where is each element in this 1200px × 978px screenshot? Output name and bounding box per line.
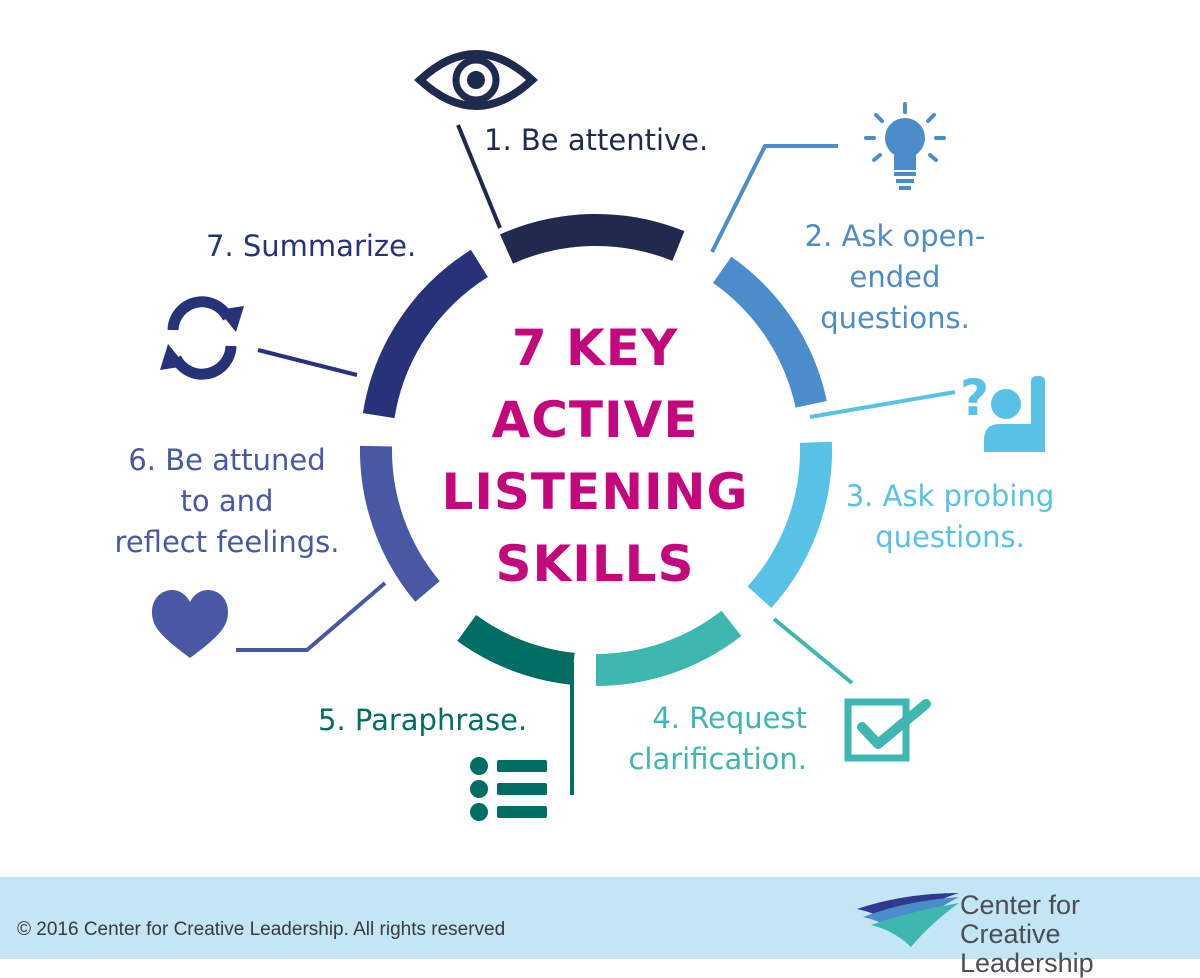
skill-5-label: 5. Paraphrase.: [318, 703, 528, 737]
leader-lines: [236, 124, 956, 795]
leader-line-1: [456, 124, 502, 229]
lightbulb-icon: [864, 102, 946, 190]
ring-arc-5: [457, 614, 575, 685]
ring-arc-3: [747, 441, 832, 608]
leader-line-2: [710, 144, 838, 253]
ring-arc-6: [359, 445, 440, 602]
leader-line-3: [809, 390, 956, 419]
heart-icon: [152, 590, 228, 658]
brand-logo: Center for Creative Leadership: [855, 887, 1200, 978]
skill-3-label: 3. Ask probing questions.: [845, 479, 1055, 554]
ring-arc-1: [499, 213, 685, 264]
skill-4-label: 4. Request clarification.: [628, 701, 807, 776]
ring-arcs: [359, 213, 832, 686]
ccl-swoosh-icon: [857, 893, 959, 947]
ring-arc-4: [595, 610, 742, 686]
eye-icon: [414, 50, 538, 110]
leader-line-7: [257, 348, 358, 377]
ring-arc-2: [712, 256, 827, 408]
question-hand-icon: ?: [960, 369, 1045, 452]
svg-text:?: ?: [960, 369, 989, 427]
leader-line-6: [236, 581, 387, 652]
skill-6-label: 6. Be attuned to and reflect feelings.: [114, 443, 340, 559]
refresh-icon: [160, 296, 244, 380]
center-title: 7 KEY ACTIVE LISTENING SKILLS: [441, 319, 749, 593]
ring-arc-7: [362, 249, 489, 419]
skill-1-label: 1. Be attentive.: [484, 123, 709, 157]
leader-line-4: [772, 617, 854, 685]
list-icon: [470, 757, 547, 821]
footer-bar: © 2016 Center for Creative Leadership. A…: [0, 877, 1200, 978]
checkbox-icon: [844, 698, 931, 762]
skill-2-label: 2. Ask open-ended questions.: [804, 219, 986, 335]
brand-name: Center for Creative Leadership: [960, 890, 1094, 978]
skill-7-label: 7. Summarize.: [206, 229, 417, 263]
copyright-text: © 2016 Center for Creative Leadership. A…: [17, 919, 506, 940]
